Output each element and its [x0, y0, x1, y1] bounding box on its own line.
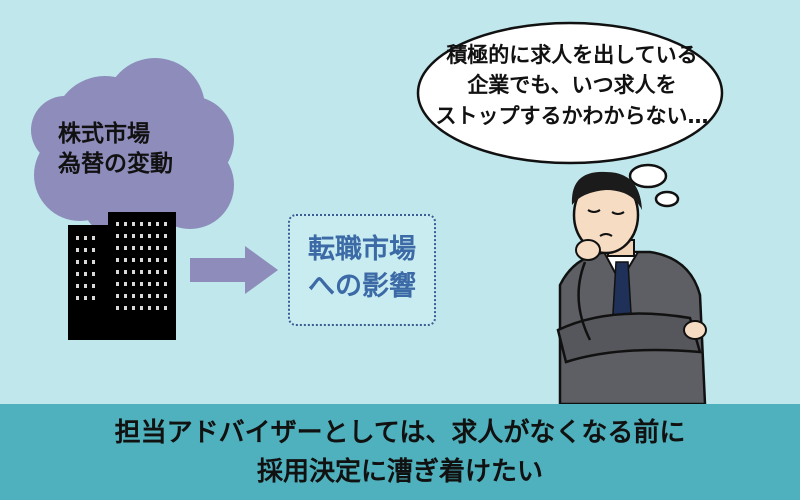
businessman-icon — [556, 171, 707, 406]
buildings-icon — [68, 212, 176, 340]
thought-line-3: ストップするかわからない… — [435, 103, 709, 128]
market-cloud-label: 株式市場 為替の変動 — [58, 120, 208, 180]
thought-line-2: 企業でも、いつ求人を — [467, 73, 677, 98]
job-market-impact-label: 転職市場 への影響 — [290, 232, 434, 305]
caption-line-2: 採用決定に漕ぎ着けたい — [256, 457, 543, 487]
thought-bubble-text: 積極的に求人を出している 企業でも、いつ求人を ストップするかわからない… — [432, 40, 712, 131]
job-market-impact-box: 転職市場 への影響 — [288, 214, 436, 326]
caption-text: 担当アドバイザーとしては、求人がなくなる前に 採用決定に漕ぎ着けたい — [0, 414, 800, 492]
caption-line-1: 担当アドバイザーとしては、求人がなくなる前に — [114, 418, 686, 448]
thought-line-1: 積極的に求人を出している — [446, 43, 698, 67]
impact-line-2: への影響 — [308, 270, 416, 302]
arrow-right-icon — [190, 246, 278, 294]
market-cloud-line-2: 為替の変動 — [58, 150, 173, 177]
thought-bubble — [416, 21, 724, 208]
market-cloud-line-1: 株式市場 — [58, 121, 150, 147]
impact-line-1: 転職市場 — [308, 234, 416, 265]
market-cloud — [31, 58, 234, 242]
caption-bar: 担当アドバイザーとしては、求人がなくなる前に 採用決定に漕ぎ着けたい — [0, 404, 800, 500]
